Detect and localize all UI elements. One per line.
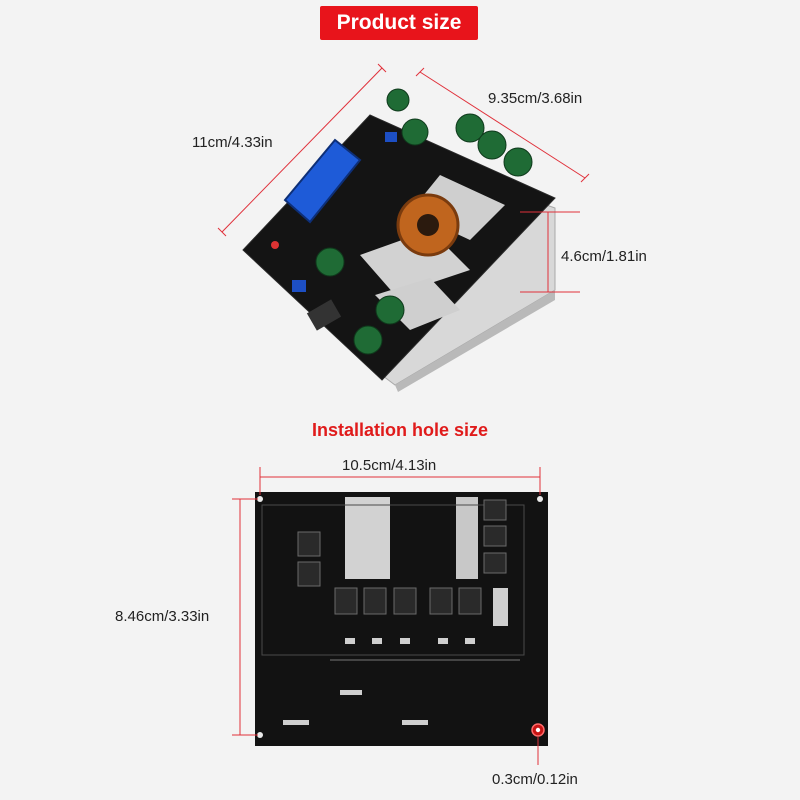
height-label: 4.6cm/1.81in bbox=[561, 248, 647, 265]
width-label: 9.35cm/3.68in bbox=[488, 90, 583, 107]
copper-pad-top bbox=[410, 175, 505, 240]
red-led bbox=[271, 241, 279, 249]
copper-area-right bbox=[456, 497, 478, 579]
length-label: 11cm/4.33in bbox=[192, 134, 273, 151]
hole-dimension-lines bbox=[232, 467, 541, 765]
mosfets bbox=[297, 499, 507, 615]
hole-diameter-label: 0.3cm/0.12in bbox=[492, 771, 578, 788]
hole-spacing-x-label: 10.5cm/4.13in bbox=[342, 457, 437, 474]
copper-pad-bottom bbox=[375, 278, 460, 330]
potentiometer bbox=[292, 280, 306, 292]
product-board-3d bbox=[242, 88, 556, 392]
capacitors bbox=[315, 88, 533, 355]
copper-area-small bbox=[493, 588, 508, 626]
mounting-holes bbox=[257, 496, 543, 738]
copper-area-left bbox=[345, 497, 390, 579]
lcd-display bbox=[283, 138, 362, 224]
bottom-board bbox=[255, 492, 548, 746]
product-size-banner: Product size bbox=[320, 6, 478, 40]
terminal-block bbox=[306, 299, 342, 331]
product-dimension-lines bbox=[217, 63, 590, 293]
hole-spacing-y-label: 8.46cm/3.33in bbox=[115, 608, 210, 625]
installation-hole-heading: Installation hole size bbox=[311, 420, 489, 440]
